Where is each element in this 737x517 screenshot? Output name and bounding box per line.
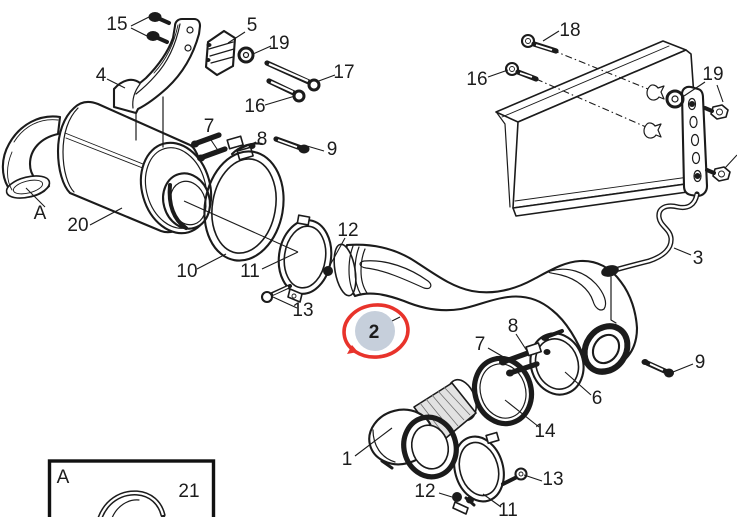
frame-rail — [495, 40, 703, 217]
intake-hose-2 — [333, 243, 639, 375]
nut-12-upper — [323, 266, 333, 276]
v-clamp-11-lower — [452, 431, 505, 515]
callout-2-label[interactable]: 2 — [369, 322, 380, 343]
bolt-16-right — [504, 61, 539, 82]
bolt-13-lower — [501, 467, 528, 486]
inlet-elbow-pipe-A — [1, 115, 62, 199]
callout-2-highlight[interactable]: 2 — [341, 302, 410, 360]
bolt-18 — [520, 33, 559, 54]
v-clamp-11-upper — [277, 214, 333, 303]
bolt-9-lower — [641, 359, 674, 378]
callout-2-selection-circle[interactable] — [355, 311, 395, 351]
hex-bolts-right — [703, 104, 731, 182]
bolt-13-upper — [260, 284, 292, 304]
callout-17[interactable]: 17 — [333, 62, 354, 83]
callout-19-right[interactable]: 19 — [702, 64, 723, 85]
support-strap-bracket — [680, 85, 709, 198]
washer-19-left — [237, 46, 255, 64]
callout-9-lower[interactable]: 9 — [695, 352, 706, 373]
callout-1[interactable]: 1 — [342, 449, 353, 470]
callout-11-lower[interactable]: 11 — [498, 500, 518, 517]
callout-8-upper[interactable]: 8 — [257, 129, 268, 150]
washer-19-right — [665, 89, 685, 109]
nut-12-lower — [452, 492, 462, 502]
mounting-bracket-4 — [112, 17, 202, 115]
support-rod-3 — [601, 191, 700, 324]
clip-nuts — [643, 84, 665, 139]
rubber-block-5 — [204, 29, 237, 77]
callout-9-upper[interactable]: 9 — [327, 139, 338, 160]
callout-21[interactable]: 21 — [178, 481, 199, 502]
callout-16-left[interactable]: 16 — [244, 96, 265, 117]
assembly-axis-line — [183, 200, 299, 253]
callout-19-left[interactable]: 19 — [268, 33, 289, 54]
clamp-6 — [529, 329, 585, 396]
callout-10[interactable]: 10 — [176, 261, 197, 282]
air-filter-1 — [368, 378, 477, 480]
clamp-screws-upper-7-8 — [191, 132, 264, 162]
inset-label-A: A — [57, 467, 70, 488]
flange-bolts-15 — [146, 12, 171, 44]
callout-3[interactable]: 3 — [693, 248, 704, 269]
clamp-14 — [471, 355, 535, 427]
callout-13-lower[interactable]: 13 — [542, 469, 563, 490]
callout-A: A — [34, 203, 47, 224]
band-clamp-10 — [203, 150, 285, 262]
muffler-body — [56, 96, 213, 235]
callout-7-upper[interactable]: 7 — [204, 116, 215, 137]
callout-16-right[interactable]: 16 — [466, 69, 487, 90]
red-annotation-ellipse — [342, 303, 410, 359]
callout-15[interactable]: 15 — [106, 14, 127, 35]
alignment-dash-line — [535, 78, 647, 128]
callout-12-lower[interactable]: 12 — [414, 481, 435, 502]
callout-12-upper[interactable]: 12 — [337, 220, 358, 241]
bolt-9-upper — [273, 136, 310, 154]
callout-8-lower[interactable]: 8 — [508, 316, 519, 337]
bolt-17 — [264, 60, 321, 92]
alignment-dash-line — [551, 49, 649, 90]
callout-14[interactable]: 14 — [534, 421, 556, 442]
callout-7-lower[interactable]: 7 — [475, 334, 486, 355]
callout-20[interactable]: 20 — [67, 215, 88, 236]
inset-detail-box: A 21 — [47, 459, 216, 517]
callout-11-upper[interactable]: 11 — [240, 261, 260, 282]
callout-18[interactable]: 18 — [559, 20, 580, 41]
leader-lines — [25, 16, 737, 510]
red-annotation-arrowhead — [347, 345, 358, 354]
callout-4[interactable]: 4 — [96, 65, 107, 86]
callout-6[interactable]: 6 — [592, 388, 603, 409]
callout-5[interactable]: 5 — [247, 15, 258, 36]
callout-13-upper[interactable]: 13 — [292, 300, 313, 321]
